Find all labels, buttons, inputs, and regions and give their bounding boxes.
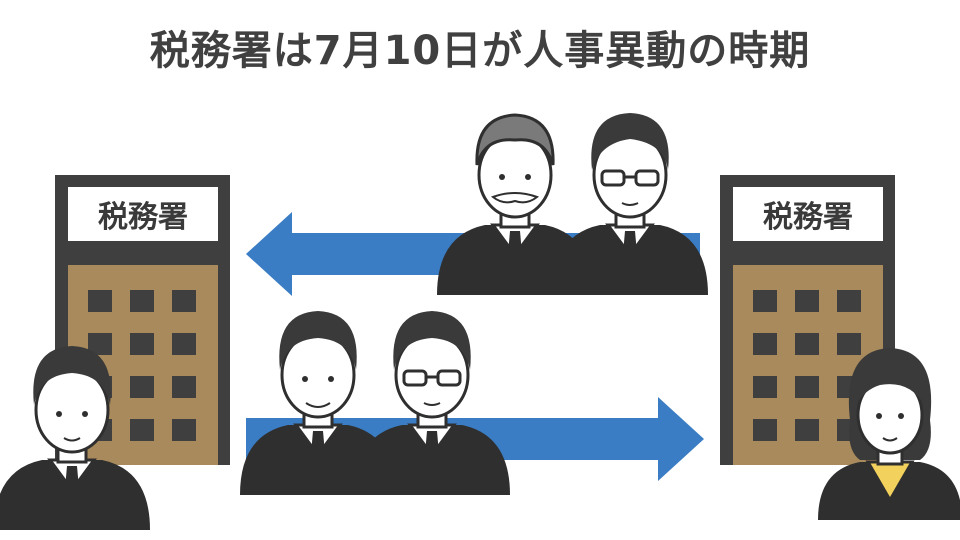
- page-title: 税務署は7月10日が人事異動の時期: [149, 28, 811, 74]
- middle-aged-man-figure: [238, 311, 398, 497]
- left-office-sign: 税務署: [98, 200, 188, 235]
- older-man-figure: [435, 113, 595, 297]
- right-office-sign: 税務署: [763, 200, 853, 235]
- glasses-man-figure-top: [550, 113, 710, 297]
- left-office-man-figure: [0, 346, 152, 532]
- right-office-woman-figure: [818, 348, 960, 520]
- glasses-man-figure-bottom: [352, 311, 512, 497]
